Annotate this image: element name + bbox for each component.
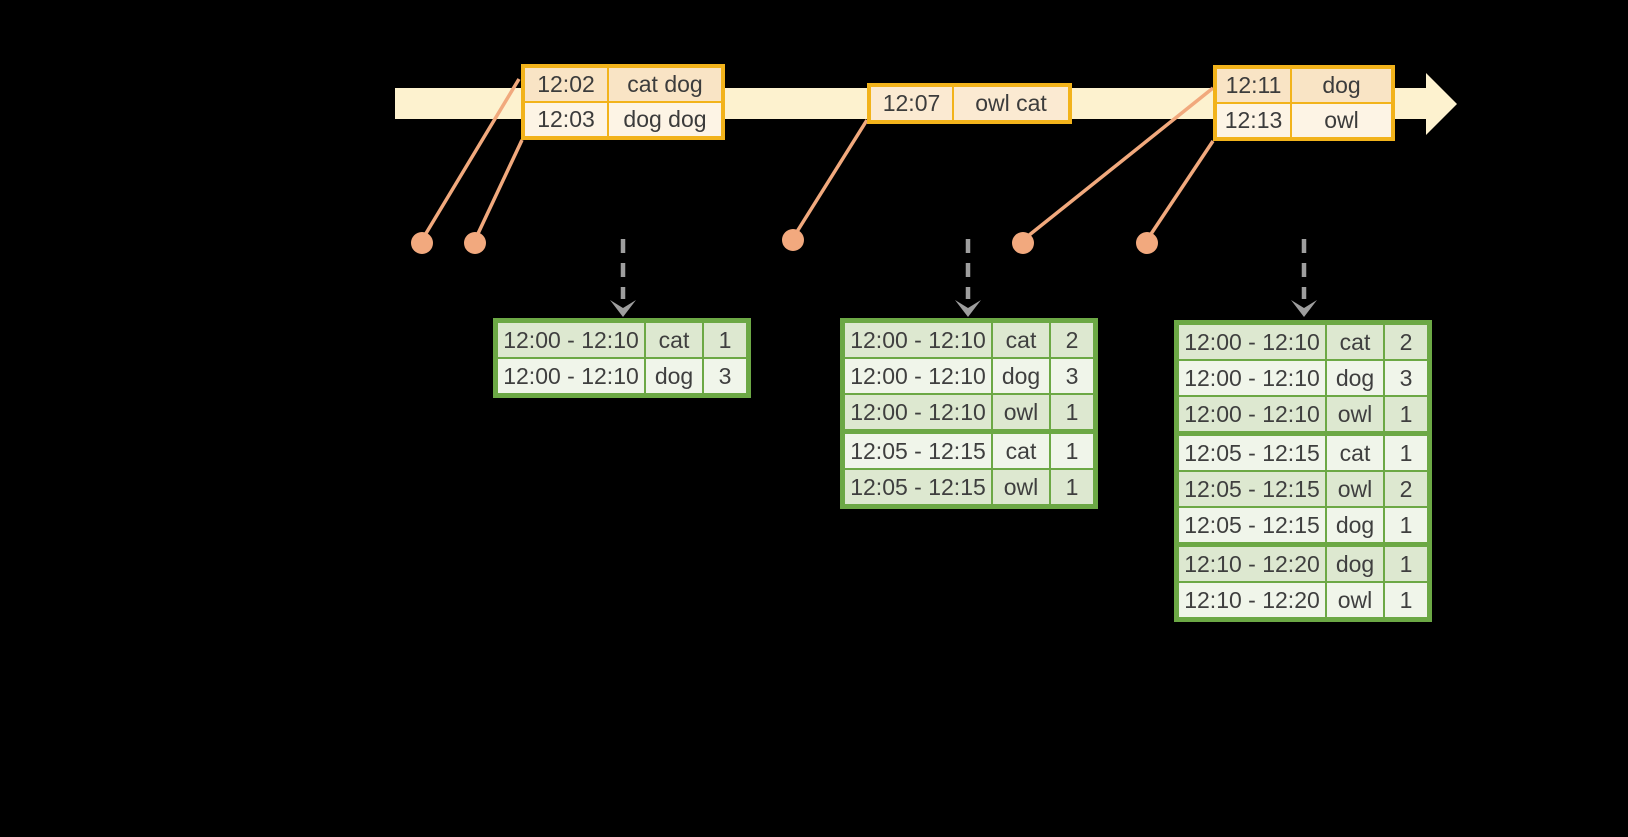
event-time-cell: 12:13 (1214, 102, 1292, 140)
event-words-cell: cat dog (607, 65, 724, 103)
result-window-cell: 12:00 - 12:10 (841, 393, 993, 433)
event-connector-line (1145, 140, 1215, 241)
trigger-arrowhead-icon (955, 300, 981, 317)
result-window-cell: 12:00 - 12:10 (1175, 321, 1327, 361)
result-count-cell: 1 (1049, 468, 1097, 508)
event-dot (464, 232, 486, 254)
result-word-cell: dog (1325, 542, 1385, 583)
result-count-cell: 1 (1383, 542, 1431, 583)
event-words-cell: owl (1290, 102, 1394, 140)
result-window-cell: 12:05 - 12:15 (841, 429, 993, 470)
result-word-cell: dog (991, 357, 1051, 395)
result-count-cell: 3 (702, 357, 750, 397)
result-window-cell: 12:00 - 12:10 (841, 357, 993, 395)
event-connector-line (1021, 86, 1215, 242)
event-time-cell: 12:07 (868, 84, 954, 123)
event-words-cell: dog dog (607, 101, 724, 139)
result-word-cell: cat (1325, 431, 1385, 472)
result-count-cell: 1 (1049, 429, 1097, 470)
result-word-cell: dog (1325, 359, 1385, 397)
result-word-cell: dog (1325, 506, 1385, 546)
event-connector-line (420, 78, 521, 241)
event-words-cell: dog (1290, 66, 1394, 104)
result-window-cell: 12:10 - 12:20 (1175, 581, 1327, 621)
result-window-cell: 12:05 - 12:15 (1175, 431, 1327, 472)
result-count-cell: 2 (1383, 321, 1431, 361)
result-word-cell: owl (1325, 470, 1385, 508)
result-word-cell: owl (991, 393, 1051, 433)
result-count-cell: 1 (1049, 393, 1097, 433)
result-window-cell: 12:00 - 12:10 (494, 357, 646, 397)
result-count-cell: 1 (1383, 581, 1431, 621)
event-dot (411, 232, 433, 254)
trigger-arrowhead-icon (610, 300, 636, 317)
result-count-cell: 2 (1049, 319, 1097, 359)
trigger-arrowhead-icon (1291, 300, 1317, 317)
result-count-cell: 2 (1383, 470, 1431, 508)
event-connector-line (791, 119, 869, 239)
result-window-cell: 12:00 - 12:10 (494, 319, 646, 359)
result-word-cell: owl (1325, 395, 1385, 435)
result-word-cell: cat (991, 319, 1051, 359)
result-count-cell: 1 (702, 319, 750, 359)
result-word-cell: cat (644, 319, 704, 359)
result-window-cell: 12:05 - 12:15 (841, 468, 993, 508)
event-words-cell: owl cat (952, 84, 1071, 123)
result-window-cell: 12:05 - 12:15 (1175, 506, 1327, 546)
event-time-cell: 12:02 (522, 65, 609, 103)
result-word-cell: dog (644, 357, 704, 397)
result-word-cell: owl (1325, 581, 1385, 621)
result-window-cell: 12:00 - 12:10 (1175, 395, 1327, 435)
result-count-cell: 1 (1383, 395, 1431, 435)
result-window-cell: 12:00 - 12:10 (1175, 359, 1327, 397)
event-dot (1136, 232, 1158, 254)
event-time-cell: 12:03 (522, 101, 609, 139)
event-dot (1012, 232, 1034, 254)
result-count-cell: 3 (1049, 357, 1097, 395)
result-window-cell: 12:10 - 12:20 (1175, 542, 1327, 583)
result-count-cell: 3 (1383, 359, 1431, 397)
result-count-cell: 1 (1383, 431, 1431, 472)
result-window-cell: 12:05 - 12:15 (1175, 470, 1327, 508)
timeline-arrowhead-icon (1426, 73, 1457, 135)
result-window-cell: 12:00 - 12:10 (841, 319, 993, 359)
result-word-cell: cat (991, 429, 1051, 470)
result-word-cell: cat (1325, 321, 1385, 361)
event-connector-line (473, 139, 524, 241)
result-count-cell: 1 (1383, 506, 1431, 546)
event-dot (782, 229, 804, 251)
event-time-cell: 12:11 (1214, 66, 1292, 104)
result-word-cell: owl (991, 468, 1051, 508)
